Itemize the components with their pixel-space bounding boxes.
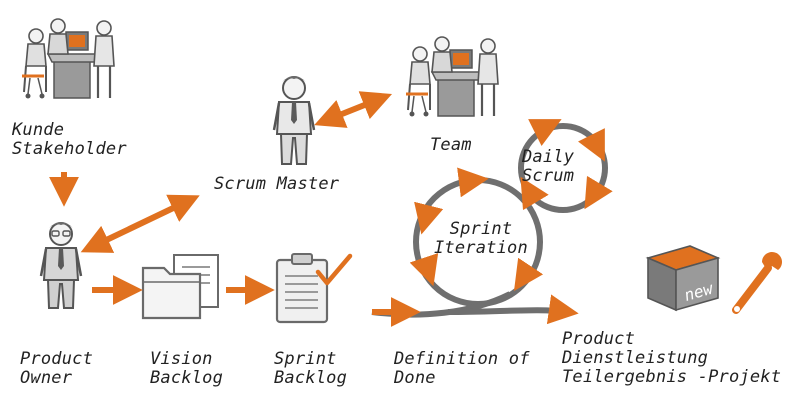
product-line2: Dienstleistung	[562, 348, 709, 368]
definition-of-done-line2: Done	[394, 368, 436, 388]
sprint-backlog-label: Sprint Backlog	[274, 350, 347, 388]
kunde-stakeholder-label: Kunde Stakeholder	[12, 121, 127, 159]
sprint-cycle	[371, 167, 579, 327]
vision-backlog-label: Vision Backlog	[150, 350, 223, 388]
arrow-scrum-master-team	[314, 91, 393, 128]
team-people-icon	[404, 35, 500, 118]
clipboard-check-icon	[275, 253, 353, 324]
kunde-people-icon	[20, 17, 116, 100]
box-icon: new	[645, 245, 721, 312]
definition-of-done-line1: Definition of	[394, 349, 530, 369]
scrum-master-person-icon	[272, 74, 316, 166]
definition-of-done-label: Definition of Done	[394, 350, 530, 388]
scrum-master-label: Scrum Master	[214, 174, 340, 194]
kunde-label-line1: Kunde	[12, 120, 65, 140]
product-label: Product Dienstleistung Teilergebnis -Pro…	[562, 330, 781, 387]
product-owner-person-icon	[39, 222, 83, 309]
product-line1: Product	[562, 329, 636, 349]
wrench-icon	[732, 252, 783, 314]
product-owner-line1: Product	[20, 349, 94, 369]
sprint-iteration-label: Sprint Iteration	[434, 220, 528, 258]
vision-backlog-line2: Backlog	[150, 368, 224, 388]
arrow-product-owner-scrum-master	[80, 194, 200, 253]
daily-scrum-cycle	[518, 119, 613, 213]
daily-scrum-line2: Scrum	[522, 166, 575, 186]
product-owner-label: Product Owner	[20, 350, 93, 388]
sprint-backlog-line2: Backlog	[274, 368, 348, 388]
folder-icon	[141, 254, 219, 320]
daily-scrum-label: Daily Scrum	[522, 148, 574, 186]
daily-scrum-line1: Daily	[522, 147, 575, 167]
team-label: Team	[430, 135, 472, 155]
sprint-backlog-line1: Sprint	[274, 349, 337, 369]
product-owner-line2: Owner	[20, 368, 73, 388]
kunde-label-line2: Stakeholder	[12, 139, 127, 159]
vision-backlog-line1: Vision	[150, 349, 213, 369]
sprint-iteration-line1: Sprint	[449, 219, 513, 239]
product-line3: Teilergebnis -Projekt	[562, 367, 782, 387]
sprint-iteration-line2: Iteration	[434, 238, 528, 258]
